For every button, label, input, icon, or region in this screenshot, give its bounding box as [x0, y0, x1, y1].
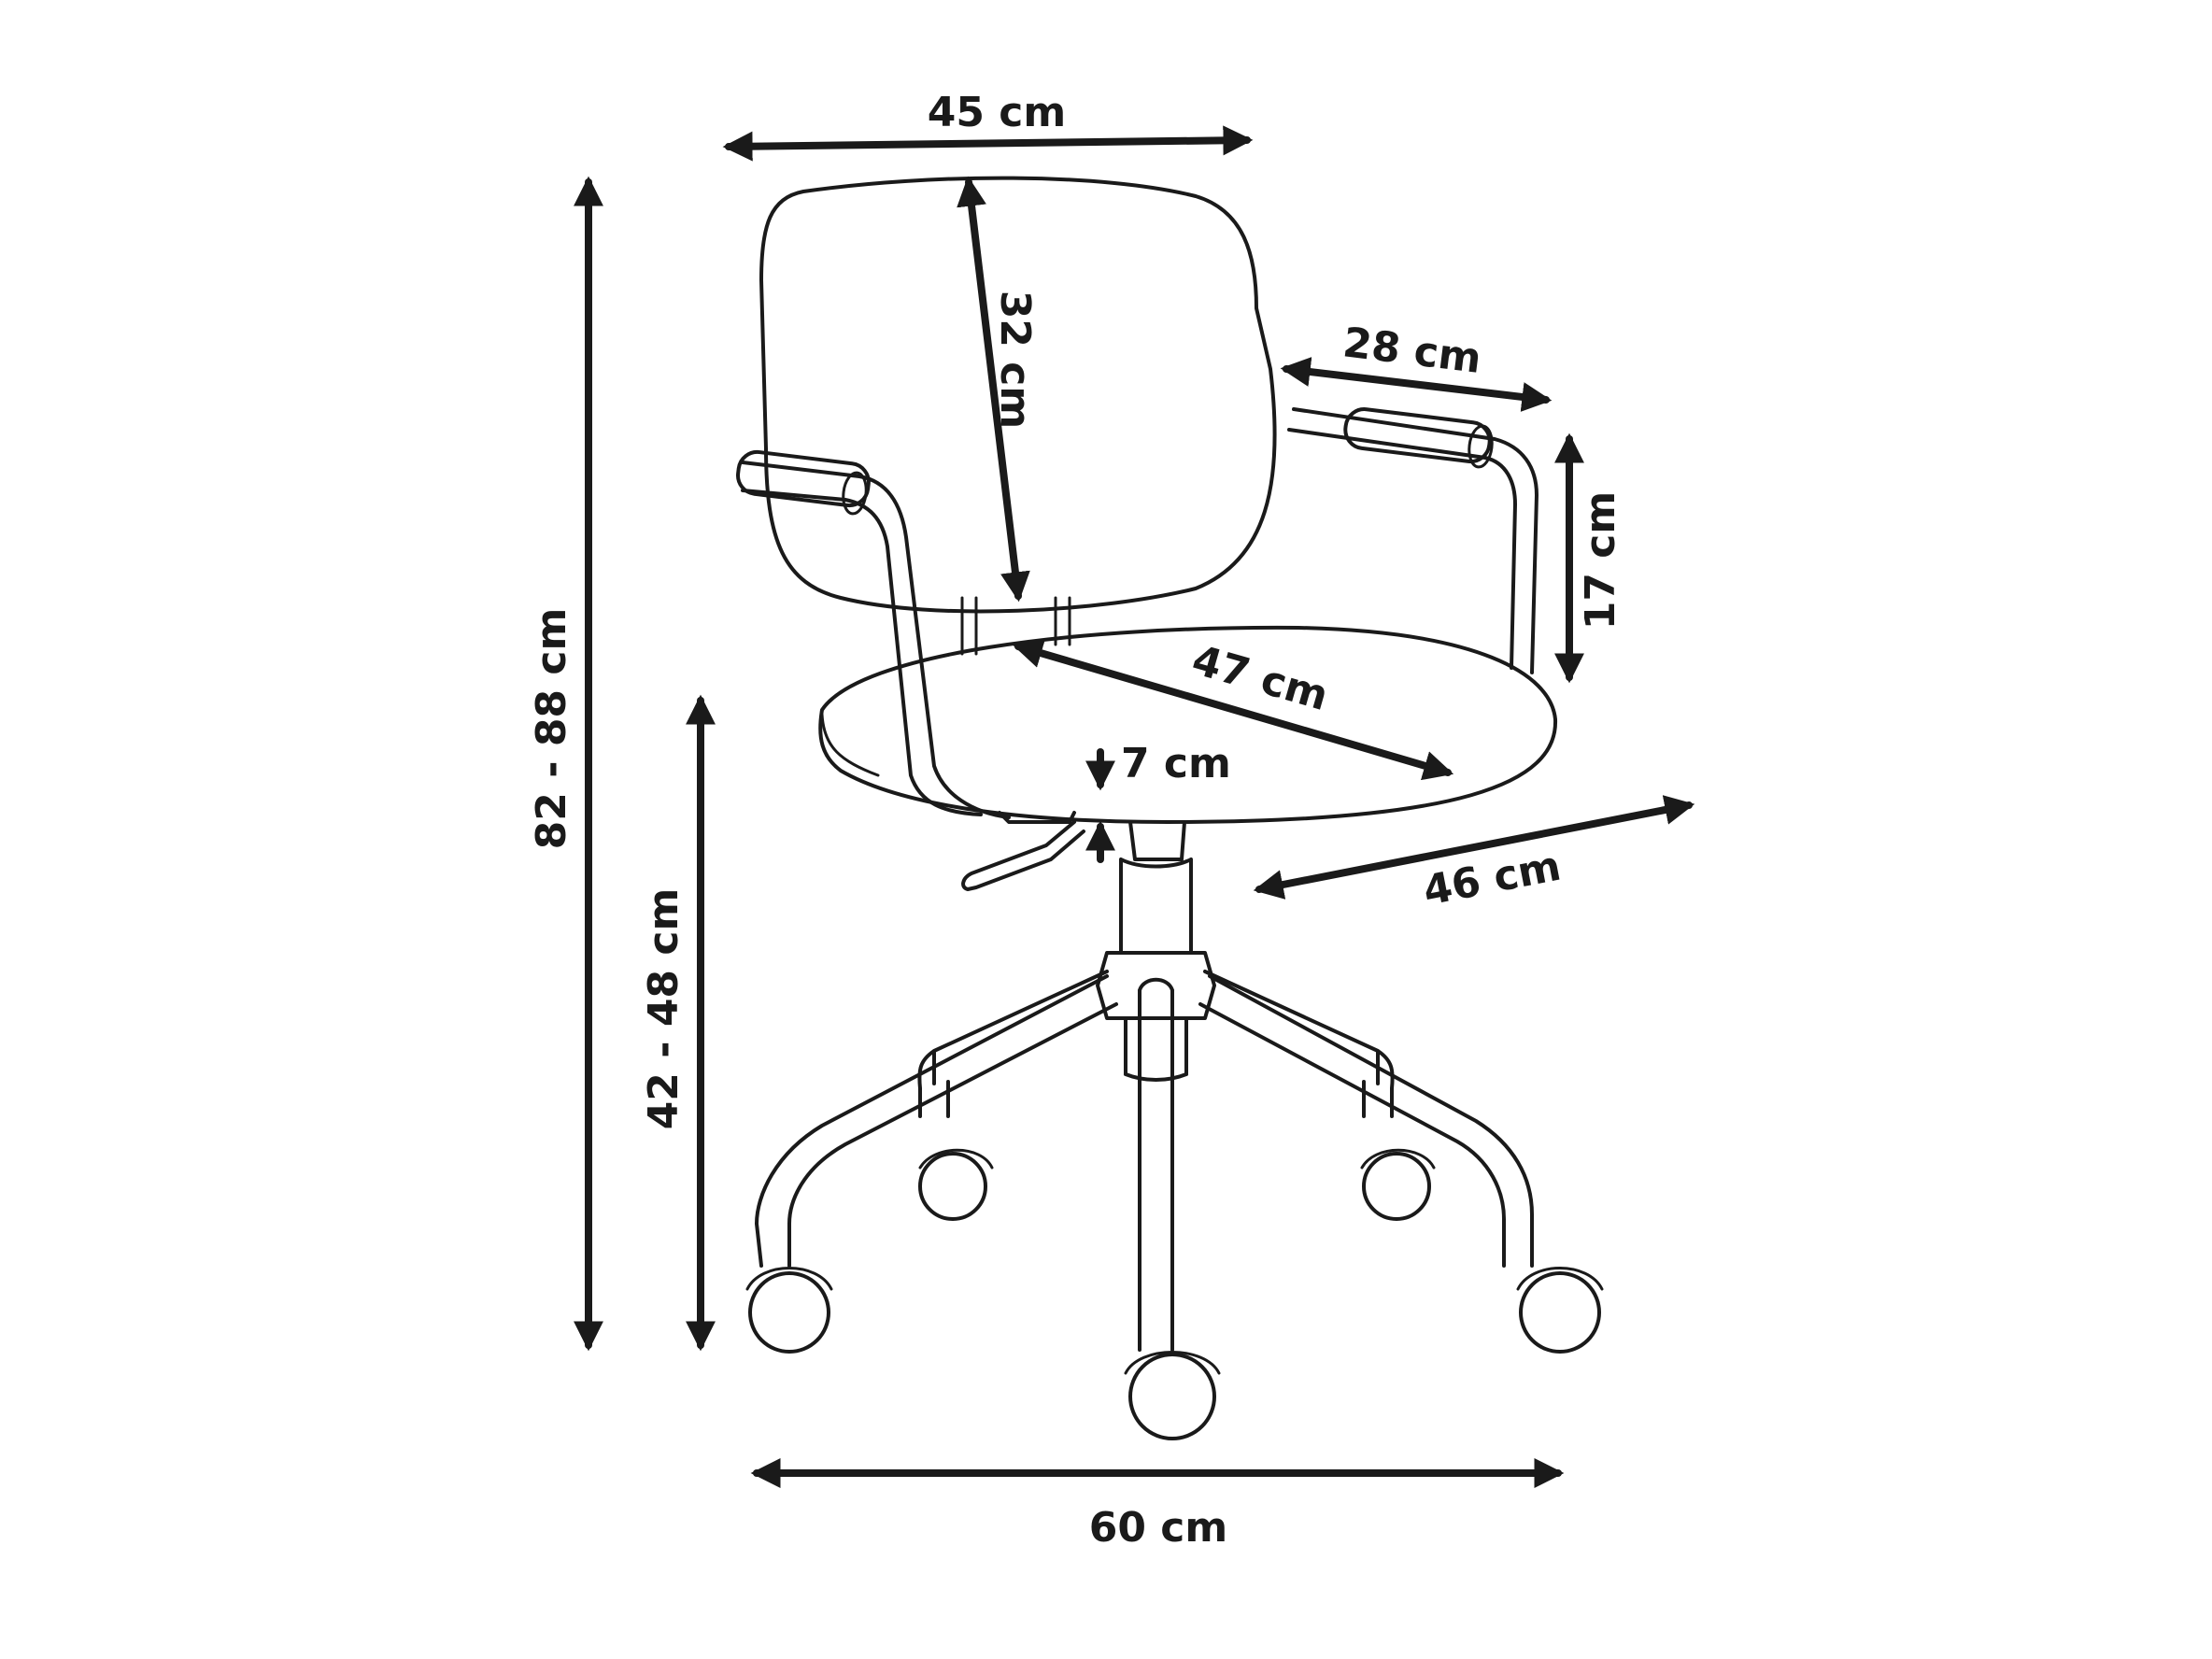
left-armrest-pad [736, 449, 871, 508]
back-width-label: 45 cm [928, 89, 1066, 136]
left-armrest-cap [842, 471, 868, 516]
caster-back-right [1360, 1148, 1436, 1221]
armrest-height-label: 17 cm [1577, 491, 1624, 630]
caster-front-right [1516, 1267, 1604, 1354]
back-height-arrow [957, 176, 1030, 603]
base-leg-front [1138, 977, 1174, 1352]
column-hub [1096, 951, 1216, 1020]
caster-front [1124, 1351, 1221, 1440]
caster-back-left [918, 1148, 994, 1221]
base-leg-back-left [917, 970, 1109, 1118]
armrest-length-label: 28 cm [1340, 319, 1484, 383]
base-leg-back-right [1203, 970, 1395, 1118]
seat-thickness-label: 7 cm [1121, 740, 1231, 787]
back-width-arrow [722, 125, 1254, 162]
column-lower [1124, 1016, 1188, 1082]
backrest-support [960, 596, 1071, 656]
seat-cushion [818, 625, 1558, 824]
right-armrest-cap [1468, 424, 1494, 469]
seat-cushion-edge [820, 713, 880, 777]
seat-depth-arrow [1253, 795, 1695, 900]
seat-width-label: 47 cm [1187, 636, 1334, 720]
right-armrest-pad [1343, 407, 1492, 464]
base-leg-front-left [755, 974, 1118, 1268]
armrest-length-arrow [1280, 357, 1553, 412]
base-leg-front-right [1198, 974, 1534, 1268]
left-armrest-frame [741, 461, 1011, 819]
chair-illustration [736, 176, 1604, 1440]
back-height-label: 32 cm [991, 291, 1039, 429]
right-armrest-frame [1287, 407, 1538, 674]
caster-front-left [745, 1267, 833, 1354]
seat-width-arrow [1012, 638, 1454, 781]
total-height-label: 82 - 88 cm [528, 608, 575, 850]
height-lever [961, 820, 1085, 891]
gas-cylinder [1119, 858, 1193, 955]
dimension-lines [574, 125, 1695, 1488]
seat-height-label: 42 - 48 cm [640, 888, 688, 1130]
base-width-label: 60 cm [1089, 1504, 1227, 1552]
